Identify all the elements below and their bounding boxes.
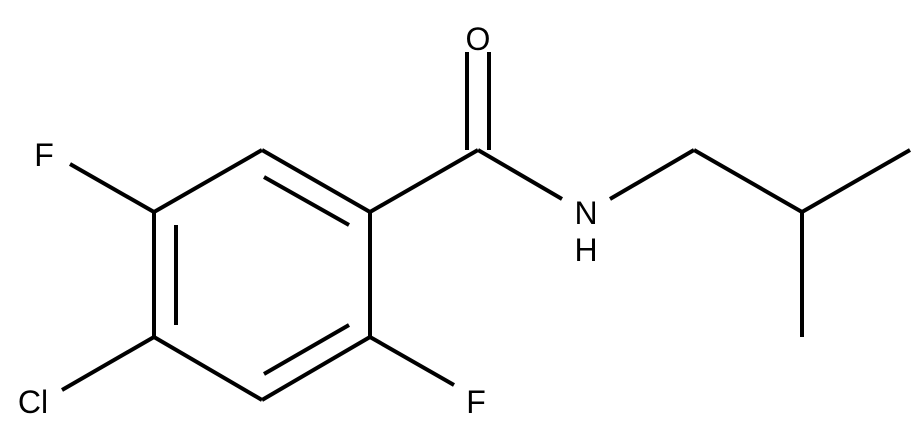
amide-group (369, 52, 564, 214)
nitrogen-to-ch2-bond (608, 148, 696, 201)
ring-bond-c4-c5 (152, 335, 264, 402)
fluorine-top-label: F (34, 137, 54, 173)
ring-to-chlorine-bond (61, 335, 155, 392)
ring-to-carbonyl-bond (369, 148, 479, 214)
ring-inner-bond-c3-c4 (263, 323, 350, 376)
ring-bond-c6-c1 (153, 148, 263, 214)
ring-inner-bond-c1-c2 (263, 175, 350, 227)
ring-bond-c3-c4 (260, 335, 372, 402)
nitrogen-label: N (574, 195, 597, 231)
isobutyl-chain (608, 148, 911, 337)
chlorine-label: Cl (18, 384, 48, 420)
ch2-to-ch-bond (693, 148, 803, 214)
ring-to-fluorine-bottom-bond (369, 335, 455, 387)
fluorine-bottom-label: F (466, 384, 486, 420)
substituent-bonds (61, 162, 455, 392)
ring-to-fluorine-top-bond (69, 162, 155, 214)
atom-labels: O N H F Cl F (18, 21, 598, 420)
ring-bond-c1-c2 (261, 148, 371, 214)
ch-to-methyl-top-bond (801, 148, 911, 214)
carbonyl-to-nitrogen-bond (476, 148, 564, 201)
benzene-ring (152, 148, 372, 402)
hydrogen-label: H (574, 232, 597, 268)
oxygen-label: O (466, 21, 491, 57)
